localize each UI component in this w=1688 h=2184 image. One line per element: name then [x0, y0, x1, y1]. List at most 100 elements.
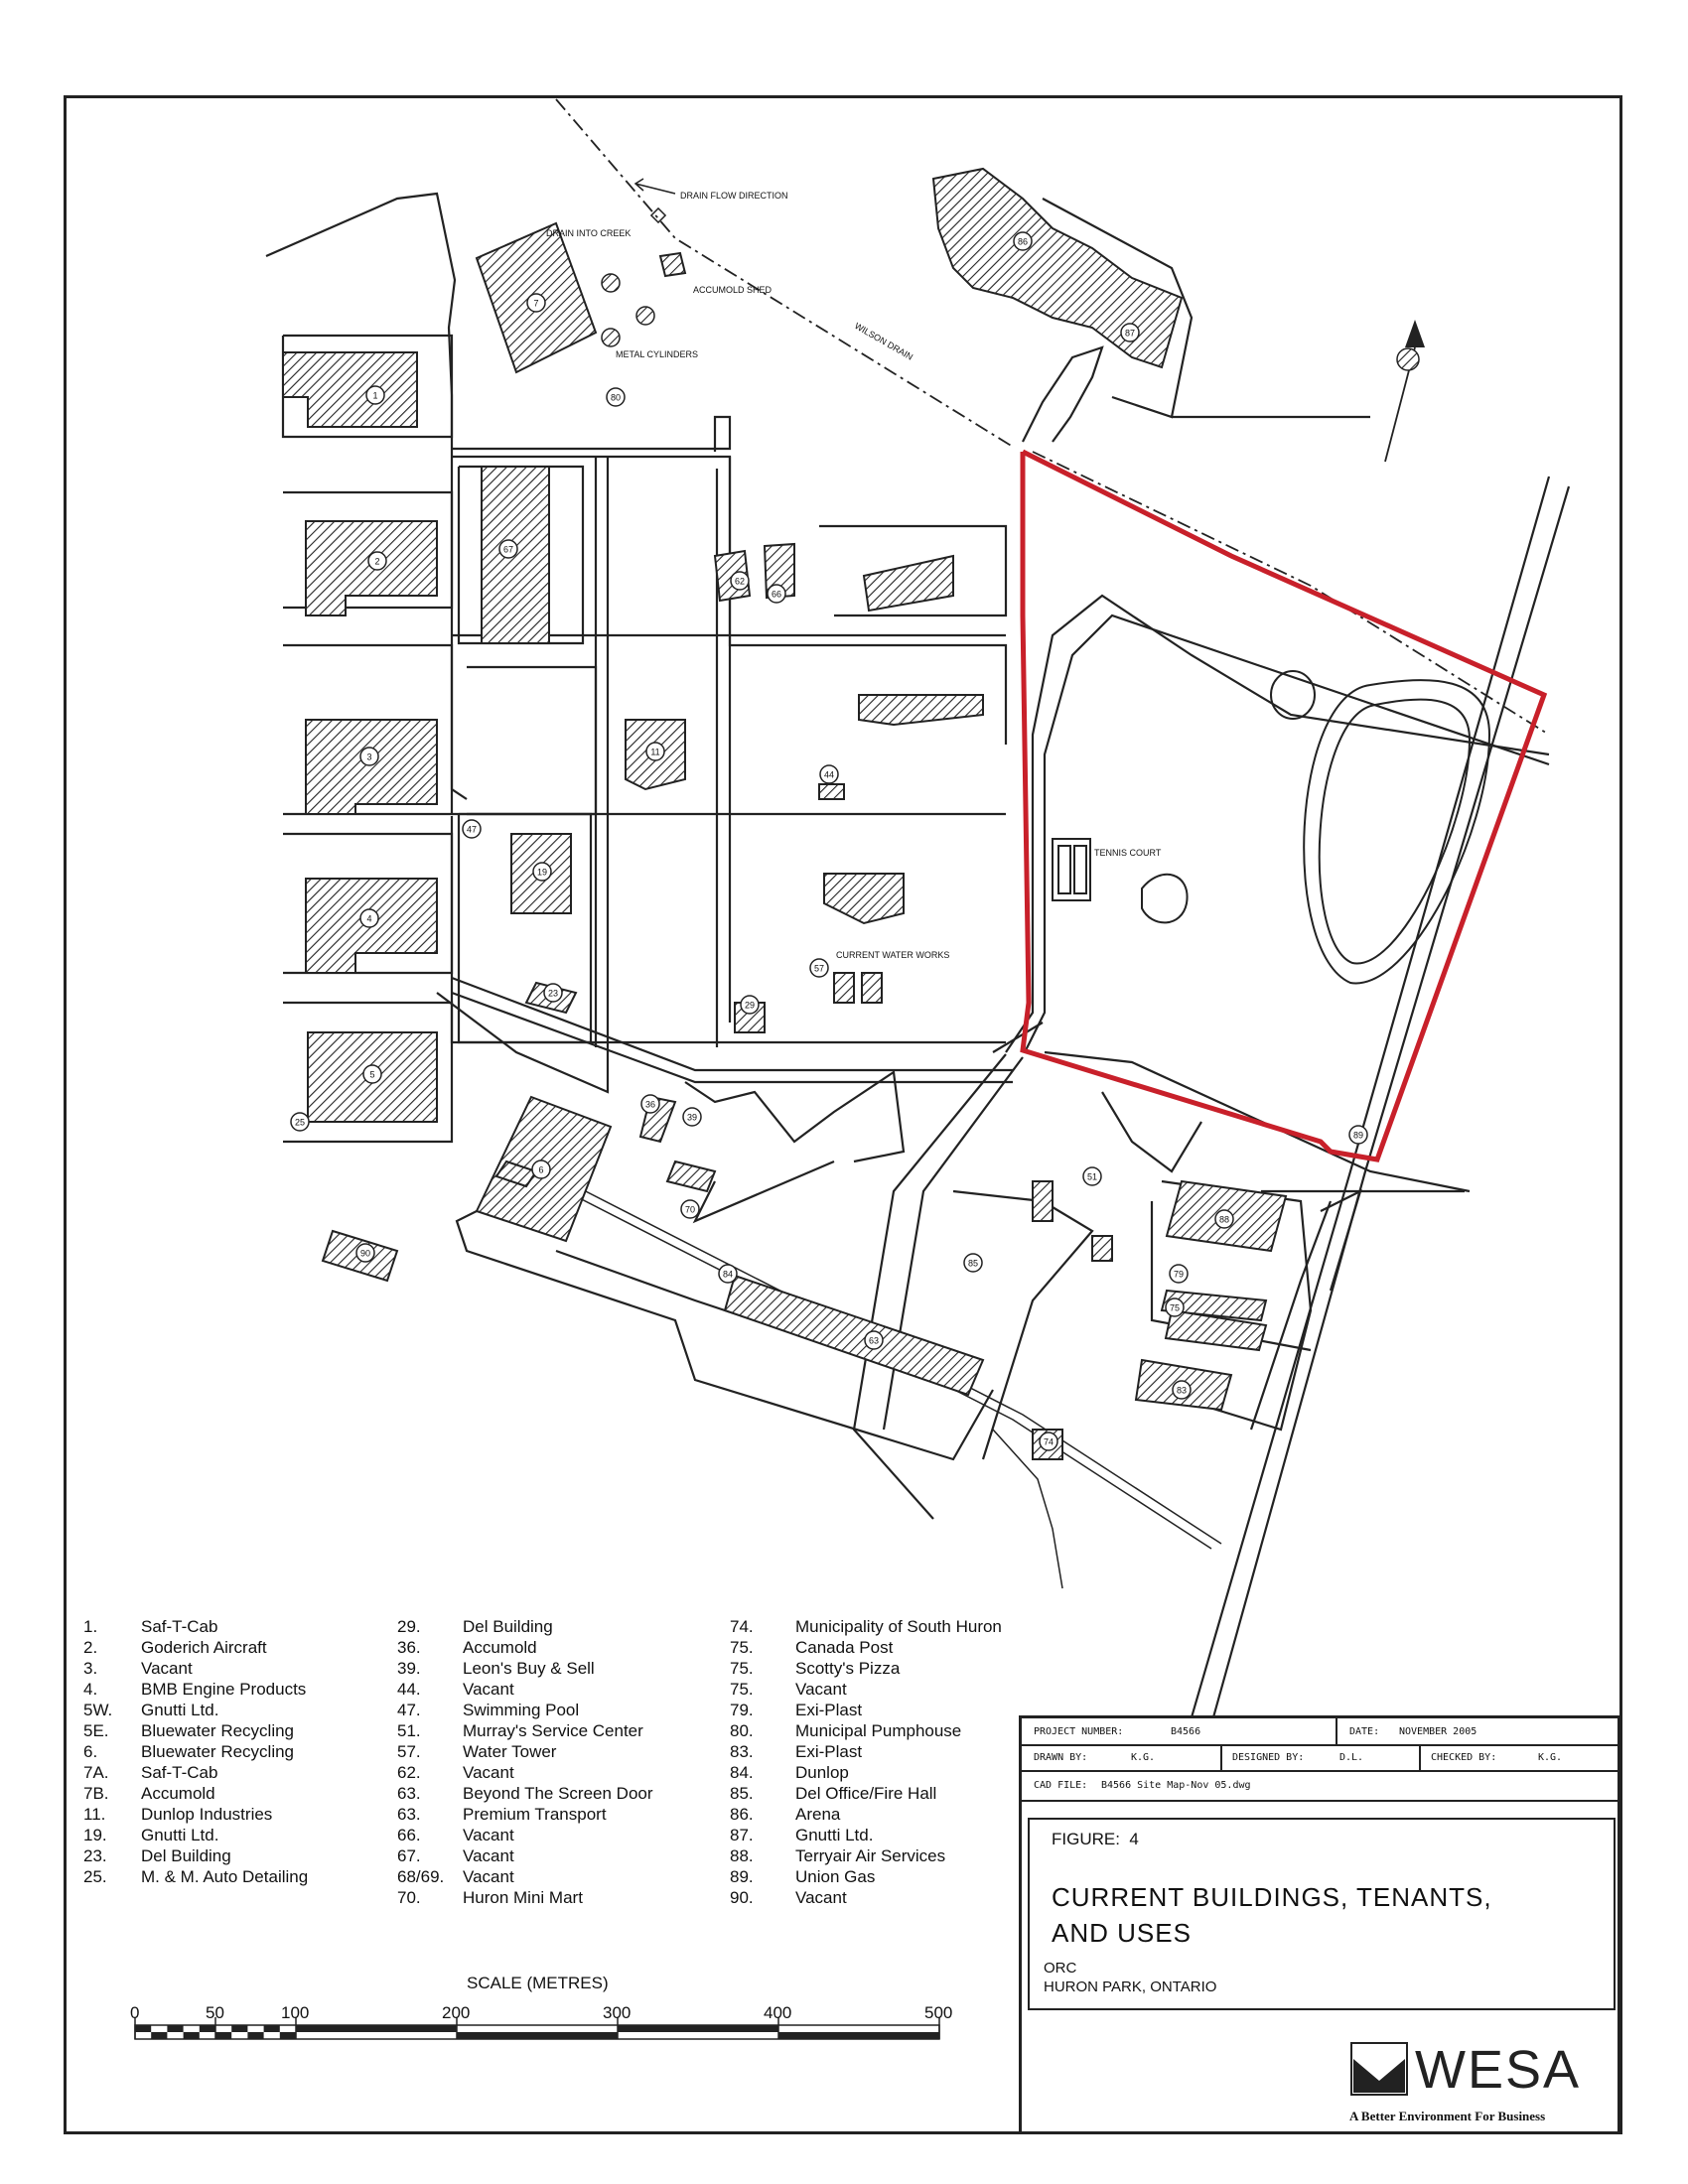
- legend-item-name: Vacant: [463, 1826, 514, 1844]
- legend-item-name: Water Tower: [463, 1742, 557, 1761]
- building-marker-circle: [355, 1243, 375, 1263]
- building-marker-label: 63: [869, 1336, 879, 1346]
- building-marker-label: 85: [968, 1259, 978, 1269]
- location-name: HURON PARK, ONTARIO: [1044, 1979, 1217, 1995]
- building-marker-44: 44: [819, 764, 839, 784]
- figure-org: ORC HURON PARK, ONTARIO: [1044, 1959, 1216, 1996]
- building-marker-80: 80: [606, 387, 626, 407]
- building-63: [723, 1274, 985, 1397]
- legend-item-number: 85.: [730, 1784, 754, 1803]
- building-marker-circle: [740, 995, 760, 1015]
- legend-item: 90.Vacant: [730, 1887, 1002, 1908]
- legend-item: 51.Murray's Service Center: [397, 1720, 653, 1741]
- building-marker-label: 57: [814, 964, 824, 974]
- legend-item: 36.Accumold: [397, 1637, 653, 1658]
- legend-item-number: 68/69.: [397, 1867, 445, 1886]
- legend-item-number: 23.: [83, 1846, 107, 1865]
- scale-bar-segment: [215, 2032, 232, 2039]
- project-number: B4566: [1171, 1726, 1201, 1737]
- legend-item-name: Dunlop Industries: [141, 1805, 273, 1824]
- legend-item-number: 1.: [83, 1617, 98, 1636]
- legend-item: 63.Beyond The Screen Door: [397, 1783, 653, 1804]
- legend-item-name: Vacant: [141, 1659, 193, 1678]
- building-marker-57: 57: [809, 958, 829, 978]
- legend-item: 70.Huron Mini Mart: [397, 1887, 653, 1908]
- building-marker-label: 36: [645, 1100, 655, 1110]
- legend-item-name: Goderich Aircraft: [141, 1638, 267, 1657]
- legend-item: 57.Water Tower: [397, 1741, 653, 1762]
- figure-title-line2: AND USES: [1052, 1918, 1192, 1948]
- scale-tick-label: 400: [764, 2003, 792, 2022]
- legend-item-number: 3.: [83, 1659, 98, 1678]
- building-marker-circle: [1120, 323, 1140, 342]
- legend-item-name: Gnutti Ltd.: [141, 1826, 219, 1844]
- building-marker-label: 62: [735, 577, 745, 587]
- railway: [565, 1185, 1222, 1589]
- legend-item-number: 67.: [397, 1846, 421, 1865]
- legend-item: 66.Vacant: [397, 1825, 653, 1845]
- legend-item: 19.Gnutti Ltd.: [83, 1825, 308, 1845]
- legend-item-number: 4.: [83, 1680, 98, 1699]
- legend-item: 7B.Accumold: [83, 1783, 308, 1804]
- building-marker-6: 6: [531, 1160, 551, 1179]
- tb-row-drawn: DRAWN BY: K.G. DESIGNED BY: D.L. CHECKED…: [1022, 1744, 1618, 1772]
- building-arena-cluster: [931, 167, 1184, 369]
- building-marker-67: 67: [498, 539, 518, 559]
- cad-file: B4566 Site Map-Nov 05.dwg: [1101, 1780, 1251, 1791]
- legend-item-name: Vacant: [463, 1846, 514, 1865]
- building-marker-label: 5: [369, 1070, 374, 1080]
- legend-item-number: 80.: [730, 1721, 754, 1740]
- building-marker-label: 70: [685, 1205, 695, 1215]
- building-marker-circle: [682, 1107, 702, 1127]
- legend-item-number: 11.: [83, 1805, 106, 1824]
- building-13: [823, 873, 905, 925]
- metal-cylinders: [601, 273, 655, 347]
- building-marker-circle: [290, 1112, 310, 1132]
- building-markers: 1234567111923252936394447515762636667707…: [290, 231, 1368, 1451]
- building-57b: [861, 972, 883, 1004]
- building-marker-85: 85: [963, 1253, 983, 1273]
- building-57a: [833, 972, 855, 1004]
- figure-label: FIGURE: 4: [1052, 1830, 1139, 1848]
- building-marker-circle: [819, 764, 839, 784]
- legend-item: 87.Gnutti Ltd.: [730, 1825, 1002, 1845]
- drain-lines: [555, 98, 1550, 736]
- legend-item-number: 7A.: [83, 1763, 109, 1782]
- map-sheet-border: [64, 95, 1622, 2134]
- building-marker-3: 3: [359, 747, 379, 766]
- building-marker-label: 83: [1177, 1386, 1187, 1396]
- building-marker-label: 7: [533, 299, 538, 309]
- legend-item-name: Exi-Plast: [795, 1742, 863, 1761]
- legend-item-name: Del Building: [141, 1846, 231, 1865]
- building-marker-label: 47: [467, 825, 477, 835]
- figure-title-line1: CURRENT BUILDINGS, TENANTS,: [1052, 1882, 1492, 1912]
- legend-item-name: Vacant: [463, 1680, 514, 1699]
- building-marker-4: 4: [359, 908, 379, 928]
- legend-item: 25.M. & M. Auto Detailing: [83, 1866, 308, 1887]
- building-marker-circle: [1082, 1166, 1102, 1186]
- scale-bar-segment: [167, 2025, 184, 2032]
- building-marker-circle: [1172, 1380, 1192, 1400]
- legend-item-number: 74.: [730, 1617, 754, 1636]
- building-marker-label: 4: [366, 914, 371, 924]
- checked-by-label: CHECKED BY:: [1431, 1752, 1497, 1763]
- scale-bar-segment: [231, 2025, 248, 2032]
- building-marker-1: 1: [365, 385, 385, 405]
- legend-item-number: 29.: [397, 1617, 421, 1636]
- building-marker-circle: [532, 862, 552, 882]
- legend-item-number: 6.: [83, 1742, 98, 1761]
- building-marker-circle: [362, 1064, 382, 1084]
- building-64: [494, 1160, 538, 1188]
- date: NOVEMBER 2005: [1399, 1726, 1477, 1737]
- scale-bar-segment: [183, 2032, 200, 2039]
- legend-item-number: 75.: [730, 1659, 754, 1678]
- building-marker-label: 84: [723, 1270, 733, 1280]
- building-marker-25: 25: [290, 1112, 310, 1132]
- building-marker-circle: [606, 387, 626, 407]
- building-marker-circle: [640, 1094, 660, 1114]
- building-marker-19: 19: [532, 862, 552, 882]
- legend-item-number: 2.: [83, 1638, 98, 1657]
- building-marker-label: 6: [538, 1165, 543, 1175]
